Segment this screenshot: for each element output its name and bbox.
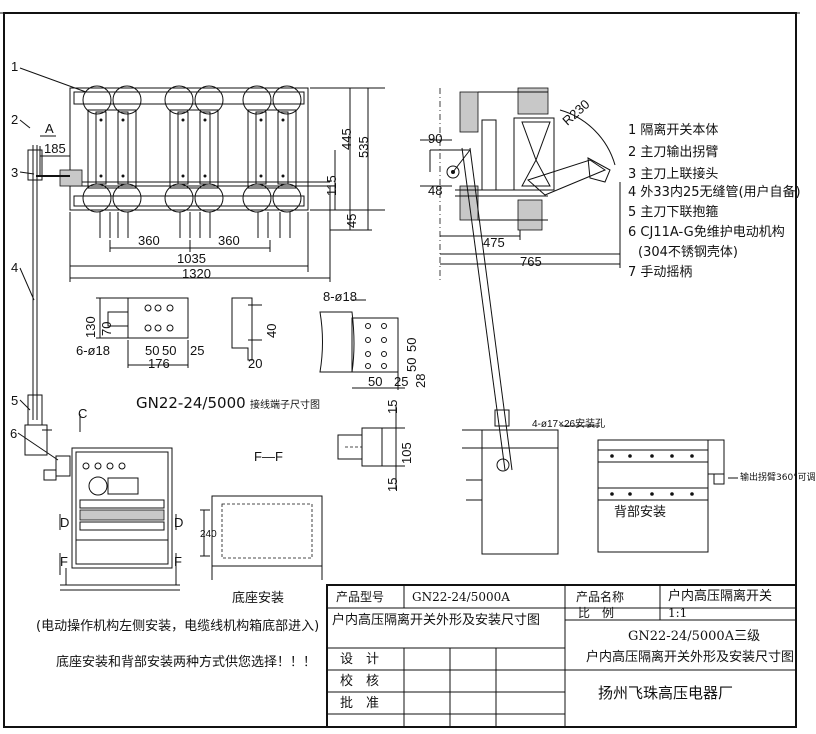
drawing-canvas (0, 12, 800, 728)
terminal-dim-50b: 50 (162, 343, 177, 358)
base-install-label: 底座安装 (232, 591, 285, 606)
section-mark-c: C (78, 406, 88, 421)
terminal-dim-25: 25 (190, 343, 205, 358)
base-install-dim-240: 240 (200, 529, 217, 540)
back-mount-box (462, 429, 559, 555)
operating-mechanism-left (17, 67, 180, 591)
tb-check-label: 校 核 (340, 674, 380, 689)
section-mark-f-left: F (60, 554, 68, 569)
tb-series-line-2: 户内高压隔离开关外形及安装尺寸图 (586, 650, 795, 665)
detail8-dim-28: 28 (413, 373, 428, 388)
terminal-dim-70: 70 (99, 321, 114, 336)
front-dim-535: 535 (356, 136, 371, 158)
tb-series-line-1: GN22-24/5000A三级 (628, 629, 761, 644)
terminal-detail-subtitle: 接线端子尺寸图 (250, 400, 320, 411)
detail-small-dim-15a: 15 (385, 399, 400, 414)
terminal-dim-50a: 50 (145, 343, 160, 358)
tb-name-value: 户内高压隔离开关 (668, 589, 773, 604)
front-dim-445: 445 (339, 128, 354, 150)
detail-small-drawing (337, 405, 405, 490)
terminal-dim-130: 130 (83, 316, 98, 338)
detail8-dim-25: 25 (394, 374, 409, 389)
front-view (36, 85, 385, 282)
legend-item-1: 1 隔离开关本体 (628, 123, 719, 138)
back-install-label: 背部安装 (614, 505, 667, 520)
terminal-dim-176: 176 (148, 356, 170, 371)
tb-design-label: 设 计 (340, 652, 380, 667)
side-dim-90: 90 (428, 131, 443, 146)
front-dim-360-right: 360 (218, 233, 240, 248)
side-dim-765: 765 (520, 254, 542, 269)
back-install-drawing (560, 425, 738, 553)
front-dim-115: 115 (324, 175, 339, 196)
front-dim-45: 45 (344, 213, 359, 228)
terminal-detail-drawing (96, 297, 262, 368)
detail8-dim-50-h1: 50 (368, 374, 383, 389)
callout-4: 4 (11, 260, 19, 275)
pole-1 (82, 85, 142, 238)
detail-small-dim-105: 105 (399, 442, 414, 464)
legend-item-5: 5 主刀下联抱箍 (628, 205, 719, 220)
title-block-grid (326, 584, 797, 728)
side-dim-475: 475 (483, 235, 505, 250)
legend-item-6: 6 CJ11A-G免维护电动机构 (628, 225, 785, 240)
callout-1: 1 (11, 59, 19, 74)
legend-item-3: 3 主刀上联接头 (628, 167, 719, 182)
section-mark-a: A (45, 121, 54, 136)
terminal-dim-holes: 6-ø18 (76, 343, 110, 358)
section-mark-d-right: D (174, 515, 184, 530)
terminal-detail-title: GN22-24/5000 (136, 394, 246, 412)
tb-scale-value: 1:1 (668, 606, 688, 620)
back-install-hole-note: 4-ø17×26安装孔 (532, 419, 606, 430)
side-view (420, 87, 621, 472)
callout-6: 6 (10, 426, 18, 441)
back-install-rotate-note: 输出拐臂360°可调 (740, 473, 816, 483)
terminal-dim-40: 40 (264, 323, 279, 338)
pole-3 (242, 85, 302, 238)
legend-item-4: 4 外33内25无缝管(用户自备) (628, 185, 801, 200)
note-line-2: 底座安装和背部安装两种方式供您选择！！！ (56, 655, 317, 670)
legend-item-6-note: (304不锈钢壳体) (638, 245, 738, 260)
tb-approve-label: 批 准 (340, 696, 380, 711)
tb-name-label: 产品名称 (576, 590, 625, 604)
tb-model-label: 产品型号 (336, 590, 385, 604)
section-mark-f-right: F (174, 554, 182, 569)
tb-company: 扬州飞珠高压电器厂 (598, 684, 734, 702)
legend-item-7: 7 手动摇柄 (628, 265, 693, 280)
base-install-drawing (200, 495, 323, 580)
callout-2: 2 (11, 112, 19, 127)
tb-drawing-title: 户内高压隔离开关外形及安装尺寸图 (332, 613, 541, 628)
section-mark-d-left: D (60, 515, 70, 530)
pole-2 (164, 85, 224, 238)
legend-item-2: 2 主刀输出拐臂 (628, 145, 719, 160)
note-line-1: (电动操作机构左侧安装，电缆线机构箱底部进入) (36, 619, 320, 634)
front-dim-1320: 1320 (182, 266, 211, 281)
side-dim-48: 48 (428, 183, 443, 198)
callout-3: 3 (11, 165, 19, 180)
detail-8-hole-drawing (319, 299, 405, 390)
callout-5: 5 (11, 393, 19, 408)
detail8-dim-50-v: 50 (404, 337, 419, 352)
section-title-ff: F—F (254, 449, 283, 464)
front-dim-360-left: 360 (138, 233, 160, 248)
tb-model-value: GN22-24/5000A (412, 590, 510, 604)
drawing-sheet: 1 2 3 4 5 6 A C D D F F F—F 185 360 360 … (0, 12, 816, 728)
front-dim-1035: 1035 (177, 251, 206, 266)
terminal-dim-20: 20 (248, 356, 263, 371)
tb-scale-label: 比 例 (578, 606, 615, 620)
detail8-holes: 8-ø18 (323, 289, 357, 304)
front-dim-185: 185 (44, 141, 66, 156)
detail-small-dim-15b: 15 (385, 477, 400, 492)
detail8-dim-50-v2: 50 (404, 357, 419, 372)
